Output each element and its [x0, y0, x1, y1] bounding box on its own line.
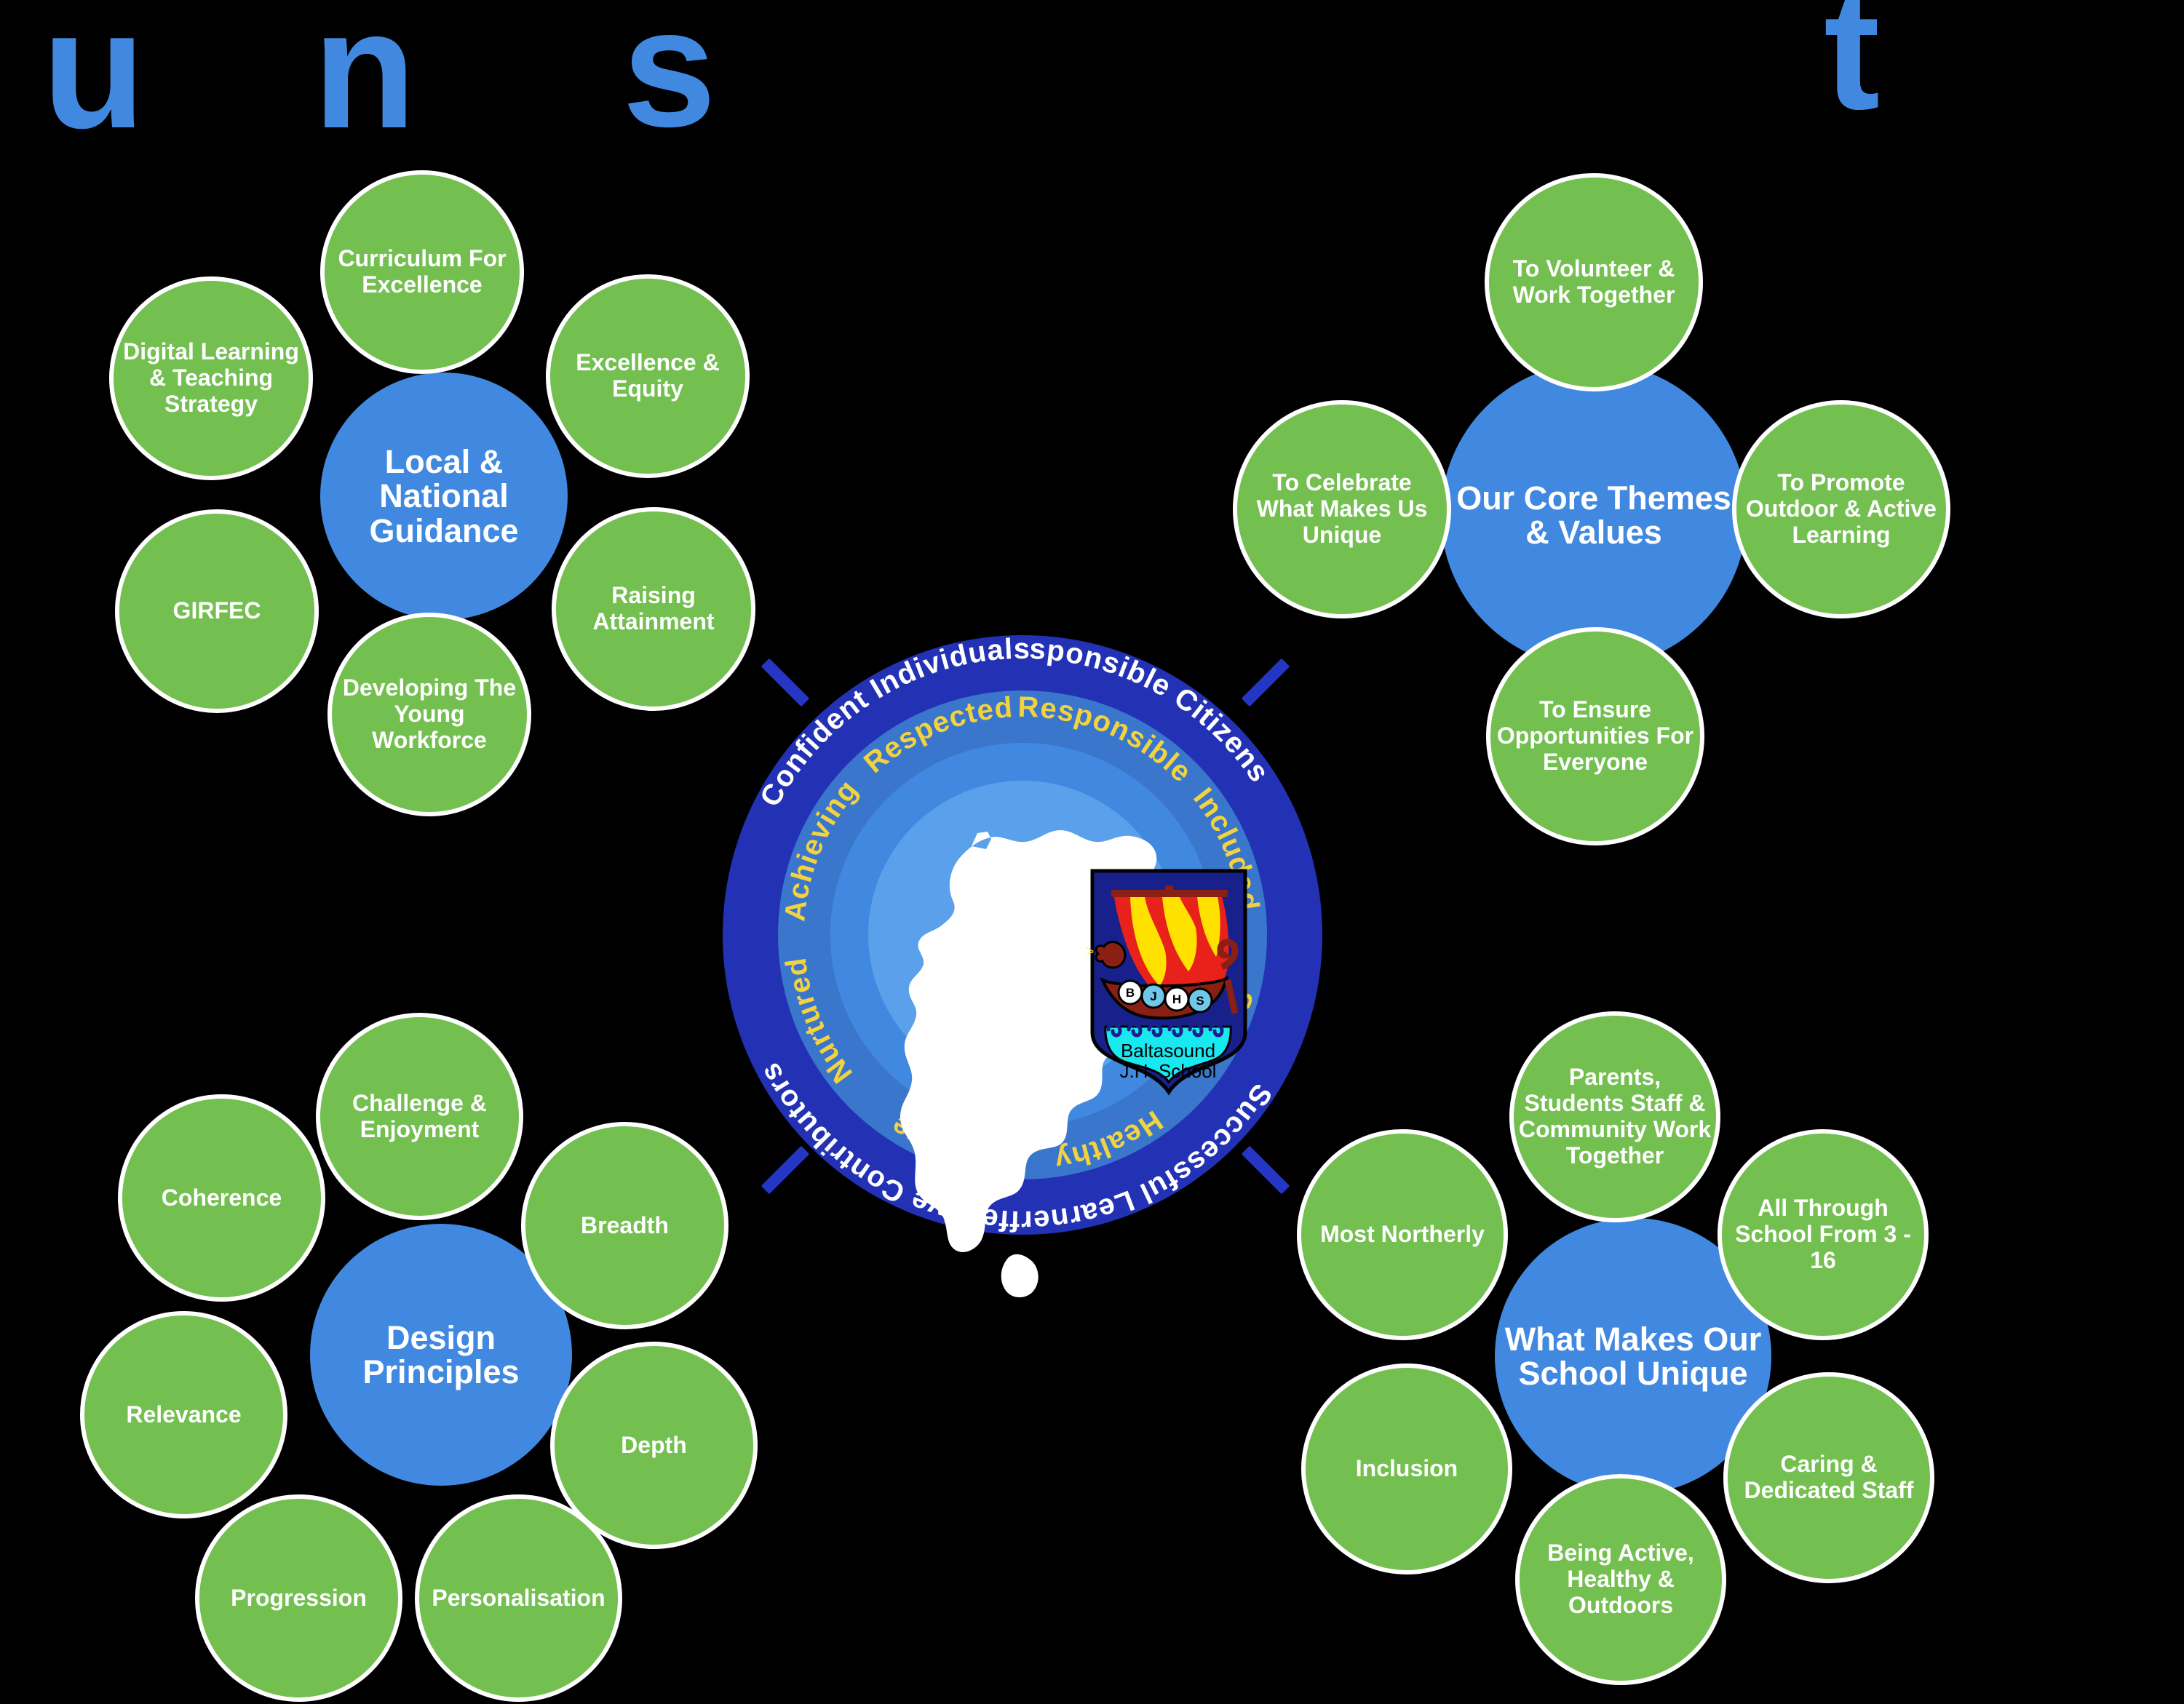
petal-label: All Through School From 3 - 16 [1735, 1195, 1911, 1273]
petal-digital-learning-teaching-strategy[interactable]: Digital Learning & Teaching Strategy [109, 276, 313, 480]
wordmark-letter-u: u [42, 0, 146, 164]
svg-text:S: S [1196, 994, 1204, 1008]
crest-shields: B J H S [1117, 979, 1213, 1014]
petal-relevance[interactable]: Relevance [80, 1311, 287, 1518]
petal-raising-attainment[interactable]: Raising Attainment [552, 507, 755, 711]
petal-label: Personalisation [432, 1584, 605, 1611]
petal-label: To Celebrate What Makes Us Unique [1256, 469, 1428, 548]
crest-school-line2: J.H. School [1120, 1060, 1217, 1082]
petal-coherence[interactable]: Coherence [118, 1094, 325, 1302]
petal-most-northerly[interactable]: Most Northerly [1297, 1129, 1508, 1340]
petal-label: Digital Learning & Teaching Strategy [123, 338, 299, 417]
petal-label: Parents, Students Staff & Community Work… [1518, 1064, 1712, 1168]
wordmark-unst: u n s t [0, 0, 2184, 167]
petal-to-volunteer-and-work-together[interactable]: To Volunteer & Work Together [1485, 173, 1703, 391]
petal-label: Progression [231, 1584, 367, 1611]
wordmark-letter-n: n [313, 0, 416, 164]
school-crest: B J H S Baltasound J.H. S [1084, 869, 1247, 1096]
petal-label: Raising Attainment [592, 582, 715, 634]
svg-text:H: H [1172, 992, 1181, 1006]
wordmark-letter-s: s [622, 0, 717, 162]
petal-label: GIRFEC [172, 597, 261, 624]
petal-curriculum-for-excellence[interactable]: Curriculum For Excellence [320, 170, 524, 374]
petal-label: Excellence & Equity [576, 349, 720, 402]
petal-to-celebrate-what-makes-us-unique[interactable]: To Celebrate What Makes Us Unique [1233, 400, 1451, 618]
petal-label: To Promote Outdoor & Active Learning [1746, 469, 1937, 548]
petal-to-promote-outdoor-and-active-learning[interactable]: To Promote Outdoor & Active Learning [1732, 400, 1950, 618]
hub-label: Our Core Themes & Values [1456, 479, 1731, 551]
petal-label: Challenge & Enjoyment [352, 1089, 487, 1142]
petal-label: To Volunteer & Work Together [1512, 255, 1675, 308]
cluster-our-core-themes-and-values: To Volunteer & Work Together To Promote … [1223, 173, 1950, 845]
petal-all-through-school-from-3-16[interactable]: All Through School From 3 - 16 [1718, 1129, 1929, 1340]
petal-to-ensure-opportunities-for-everyone[interactable]: To Ensure Opportunities For Everyone [1486, 627, 1704, 845]
petal-progression[interactable]: Progression [195, 1494, 402, 1702]
petal-caring-and-dedicated-staff[interactable]: Caring & Dedicated Staff [1723, 1372, 1934, 1583]
hub-label: Design Principles [362, 1318, 520, 1390]
petal-personalisation[interactable]: Personalisation [415, 1494, 622, 1702]
hub-label: Local & National Guidance [369, 443, 519, 549]
petal-challenge-and-enjoyment[interactable]: Challenge & Enjoyment [316, 1013, 523, 1220]
cluster-local-national-guidance: Curriculum For Excellence Excellence & E… [87, 170, 786, 816]
petal-label: Breadth [581, 1211, 669, 1238]
petal-label: To Ensure Opportunities For Everyone [1496, 696, 1694, 775]
hub-label: What Makes Our School Unique [1504, 1320, 1762, 1392]
petal-being-active-healthy-and-outdoors[interactable]: Being Active, Healthy & Outdoors [1515, 1474, 1726, 1685]
petal-parents-students-staff-community-work-together[interactable]: Parents, Students Staff & Community Work… [1509, 1011, 1720, 1222]
petal-developing-the-young-workforce[interactable]: Developing The Young Workforce [327, 613, 531, 816]
wordmark-letter-t: t [1824, 0, 1881, 145]
cluster-what-makes-our-school-unique: Parents, Students Staff & Community Work… [1284, 1011, 2019, 1698]
central-emblem: Responsible Citizens Successful Learners… [691, 589, 1343, 1298]
petal-label: Caring & Dedicated Staff [1744, 1451, 1914, 1503]
crest-school-line1: Baltasound [1121, 1040, 1215, 1062]
petal-label: Relevance [126, 1401, 242, 1428]
petal-label: Most Northerly [1320, 1221, 1485, 1248]
cluster-design-principles: Challenge & Enjoyment Breadth Depth Pers… [70, 1006, 798, 1704]
petal-inclusion[interactable]: Inclusion [1301, 1363, 1512, 1574]
petal-depth[interactable]: Depth [550, 1342, 758, 1549]
svg-text:B: B [1126, 986, 1135, 1000]
hub-our-core-themes-and-values[interactable]: Our Core Themes & Values [1441, 362, 1747, 668]
petal-label: Developing The Young Workforce [342, 674, 517, 753]
hub-local-national-guidance[interactable]: Local & National Guidance [320, 373, 568, 620]
petal-label: Being Active, Healthy & Outdoors [1547, 1540, 1694, 1618]
hub-design-principles[interactable]: Design Principles [310, 1224, 572, 1486]
petal-excellence-and-equity[interactable]: Excellence & Equity [546, 274, 750, 478]
petal-girfec[interactable]: GIRFEC [115, 509, 319, 713]
svg-text:J: J [1150, 990, 1156, 1003]
petal-label: Inclusion [1355, 1455, 1458, 1482]
petal-label: Curriculum For Excellence [338, 245, 507, 298]
petal-label: Depth [621, 1431, 687, 1458]
petal-label: Coherence [161, 1184, 282, 1211]
petal-breadth[interactable]: Breadth [521, 1122, 728, 1329]
